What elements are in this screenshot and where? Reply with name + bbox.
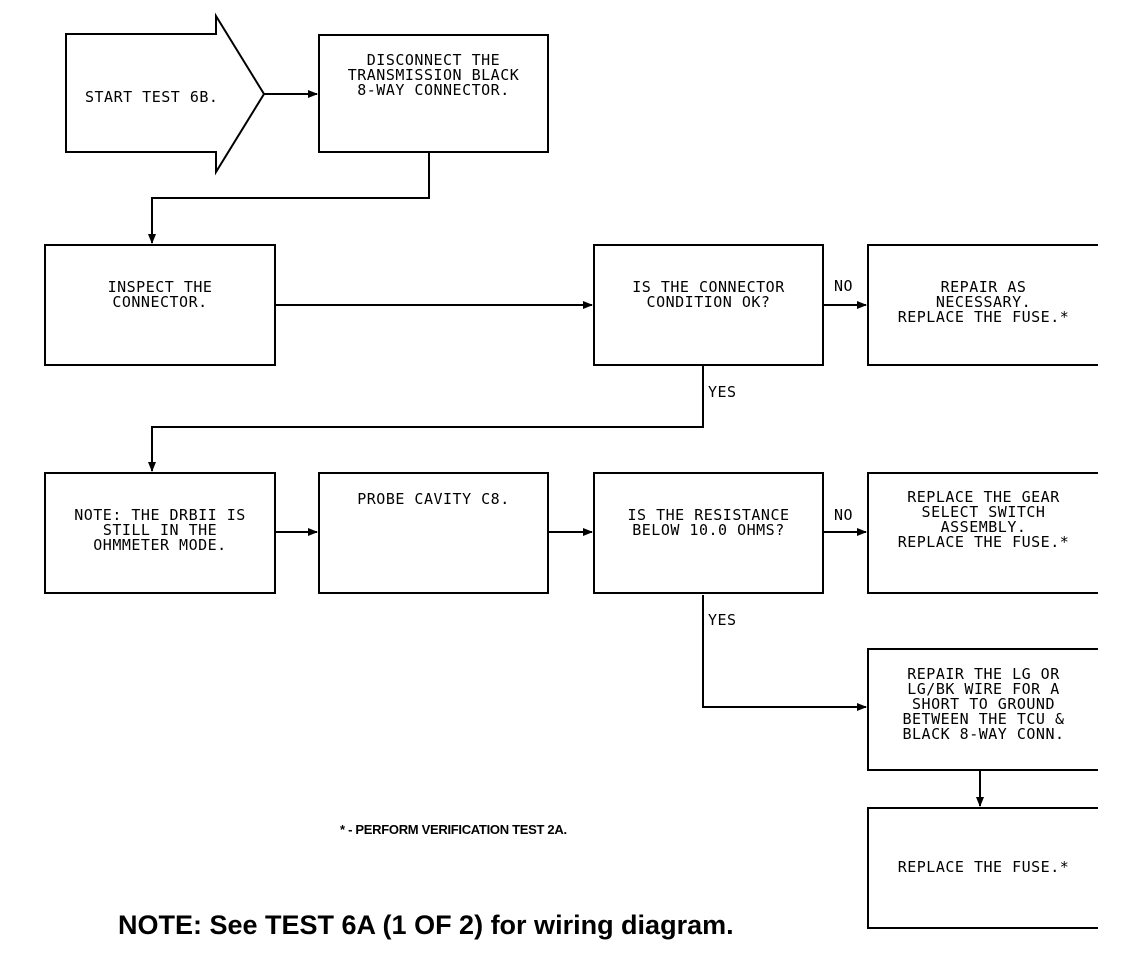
start-arrow-shape (65, 12, 266, 176)
repair-lg-wire-step: REPAIR THE LG OR LG/BK WIRE FOR A SHORT … (867, 648, 1098, 771)
probe-cavity-step: PROBE CAVITY C8. (318, 472, 549, 594)
resistance-decision: IS THE RESISTANCE BELOW 10.0 OHMS? (593, 472, 824, 594)
yes-label-resistance: YES (708, 611, 737, 629)
no-label-connector: NO (834, 277, 854, 295)
drbii-ohmmeter-note-step: NOTE: THE DRBII IS STILL IN THE OHMMETER… (44, 472, 276, 594)
replace-fuse-step: REPLACE THE FUSE.* (867, 807, 1098, 929)
disconnect-connector-step: DISCONNECT THE TRANSMISSION BLACK 8-WAY … (318, 34, 549, 153)
repair-as-necessary-step: REPAIR AS NECESSARY. REPLACE THE FUSE.* (867, 244, 1098, 366)
start-test-label: START TEST 6B. (85, 88, 219, 106)
replace-gear-switch-step: REPLACE THE GEAR SELECT SWITCH ASSEMBLY.… (867, 472, 1098, 594)
inspect-connector-step: INSPECT THE CONNECTOR. (44, 244, 276, 366)
no-label-resistance: NO (834, 506, 854, 524)
connector-condition-decision: IS THE CONNECTOR CONDITION OK? (593, 244, 824, 366)
wiring-diagram-note: NOTE: See TEST 6A (1 OF 2) for wiring di… (118, 910, 734, 940)
verification-footnote: * - PERFORM VERIFICATION TEST 2A. (340, 822, 567, 837)
yes-label-connector: YES (708, 383, 737, 401)
